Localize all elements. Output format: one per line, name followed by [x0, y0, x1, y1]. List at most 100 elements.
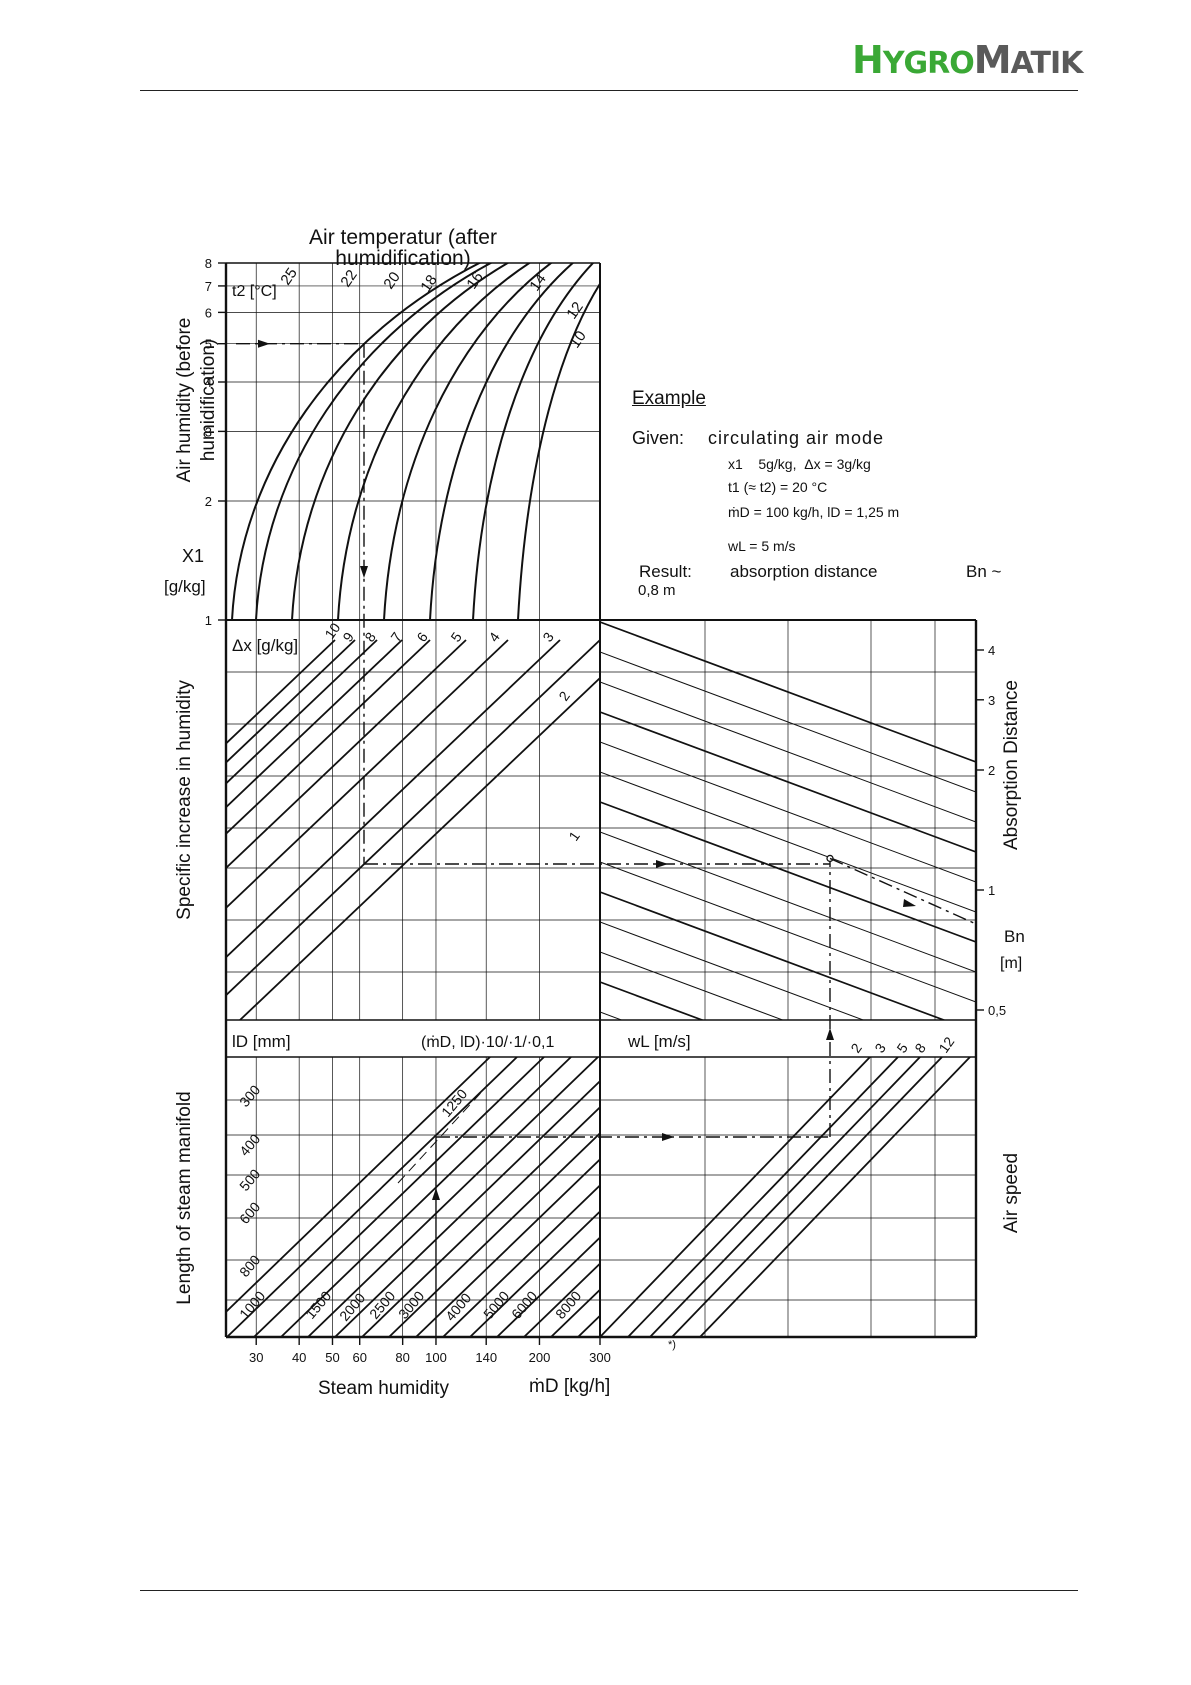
- manifold-line: [280, 1057, 572, 1337]
- air-speed-label: 5: [893, 1040, 911, 1056]
- manifold-line: [226, 1057, 518, 1337]
- ld-prefix: lD [mm]: [232, 1032, 291, 1051]
- manifold-label: 600: [236, 1199, 263, 1227]
- absorption-line: [600, 951, 785, 1020]
- temperature-curve-label: 22: [337, 267, 360, 290]
- x1-tick-label: 2: [205, 494, 212, 509]
- scale-note: (ṁD, lD)·10/·1/·0,1: [421, 1034, 554, 1051]
- manifold-label: 5000: [480, 1288, 512, 1322]
- absorption-line: [600, 651, 976, 793]
- absorption-line: [600, 861, 976, 1003]
- delta-x-label: 3: [539, 629, 557, 645]
- manifold-line: [496, 1236, 600, 1337]
- absorption-line: [600, 981, 705, 1020]
- bn-axis-symbol: Bn: [1004, 927, 1025, 946]
- specific-increase-label: Specific increase in humidity: [174, 680, 195, 920]
- hygromatik-logo: HYGROMATIK: [852, 38, 1083, 82]
- absorption-line: [600, 771, 976, 913]
- arrow-head: [258, 339, 270, 348]
- arrow-head: [656, 860, 668, 868]
- example-path: [236, 339, 977, 1337]
- delta-x-line: [226, 639, 431, 836]
- delta-x-prefix: Δx [g/kg]: [232, 636, 298, 655]
- delta-x-lines: [226, 639, 600, 1020]
- manifold-line: [577, 1314, 600, 1337]
- manifold-label: 1000: [236, 1288, 268, 1322]
- absorption-line: [600, 831, 976, 973]
- manifold-label: 300: [236, 1082, 263, 1110]
- manifold-label: 2500: [366, 1288, 398, 1322]
- given-line-3: ṁD = 100 kg/h, lD = 1,25 m: [728, 504, 900, 520]
- bn-tick-label: 1: [988, 883, 995, 898]
- manifold-label: 500: [236, 1166, 263, 1194]
- temperature-curve: [291, 263, 510, 620]
- temperature-curve-label: 12: [563, 299, 586, 322]
- manifold-line: [415, 1158, 600, 1337]
- arrow-head: [662, 1133, 674, 1141]
- absorption-line: [600, 681, 976, 823]
- air-speed-label: Air speed: [1001, 1153, 1022, 1233]
- manifold-line: [334, 1079, 600, 1337]
- temperature-curve: [429, 263, 575, 620]
- arrow-head: [903, 899, 916, 907]
- manifold-label: 2000: [336, 1290, 368, 1324]
- manifold-line: [307, 1057, 599, 1337]
- air-humidity-label: Air humidity (before: [174, 318, 195, 483]
- delta-x-label: 9: [339, 629, 357, 645]
- manifold-1250-dashed: [397, 1084, 489, 1184]
- temperature-curve-label: 18: [417, 272, 440, 295]
- manifold-label: 4000: [442, 1290, 474, 1324]
- manifold-line: [550, 1288, 600, 1337]
- x1-tick-label: 6: [205, 305, 212, 320]
- delta-x-line: [226, 639, 600, 997]
- x1-tick-label: 5: [205, 337, 212, 352]
- manifold-line: [442, 1184, 600, 1337]
- md-tick-label: 100: [425, 1350, 447, 1365]
- arrow-head: [431, 1188, 440, 1200]
- arrow-head: [360, 566, 368, 578]
- manifold-label: 1250: [438, 1086, 470, 1120]
- delta-x-line: [226, 639, 378, 785]
- manifold-label: 6000: [508, 1288, 540, 1322]
- delta-x-label: 4: [485, 629, 503, 645]
- md-tick-label: 300: [589, 1350, 611, 1365]
- manifold-lines: [226, 1057, 600, 1337]
- temperature-curve: [231, 263, 482, 620]
- air-speed-label: 2: [847, 1040, 865, 1056]
- bn-tick-label: 4: [988, 643, 995, 658]
- absorption-line: [600, 921, 865, 1020]
- bn-axis-unit: [m]: [1000, 955, 1022, 972]
- manifold-label: 8000: [552, 1288, 584, 1322]
- delta-x-line: [239, 676, 600, 1020]
- absorption-line: [600, 621, 976, 763]
- absorption-line: [600, 891, 947, 1020]
- manifold-line: [388, 1132, 600, 1337]
- manifold-line: [253, 1057, 545, 1337]
- delta-x-line: [226, 639, 509, 910]
- curve-lines: [226, 263, 976, 1337]
- md-tick-label: 50: [325, 1350, 339, 1365]
- air-humidity-label: humidification): [198, 339, 219, 462]
- absorption-line: [600, 801, 976, 943]
- air-speed-label: 8: [911, 1040, 929, 1056]
- footnote-mark: *): [668, 1339, 676, 1351]
- example-heading: Example: [632, 388, 706, 409]
- bn-tick-label: 0,5: [988, 1003, 1006, 1018]
- panel-frames: [224, 262, 978, 1339]
- result-value: absorption distance: [730, 562, 878, 581]
- temperature-curve-label: 14: [526, 271, 549, 294]
- delta-x-line: [226, 639, 403, 809]
- temperature-curve: [472, 263, 595, 620]
- md-tick-label: 140: [475, 1350, 497, 1365]
- delta-x-label: 2: [555, 688, 573, 704]
- temperature-curve: [383, 263, 553, 620]
- absorption-distance-label: Absorption Distance: [1001, 680, 1022, 850]
- temperature-curve-label: 20: [380, 269, 403, 292]
- temperature-curve: [255, 263, 494, 620]
- absorption-line: [600, 741, 976, 883]
- given-line-2: t1 (≈ t2) = 20 °C: [728, 479, 828, 495]
- temperature-curves: [231, 263, 600, 620]
- temperature-curve-label: 25: [277, 265, 300, 288]
